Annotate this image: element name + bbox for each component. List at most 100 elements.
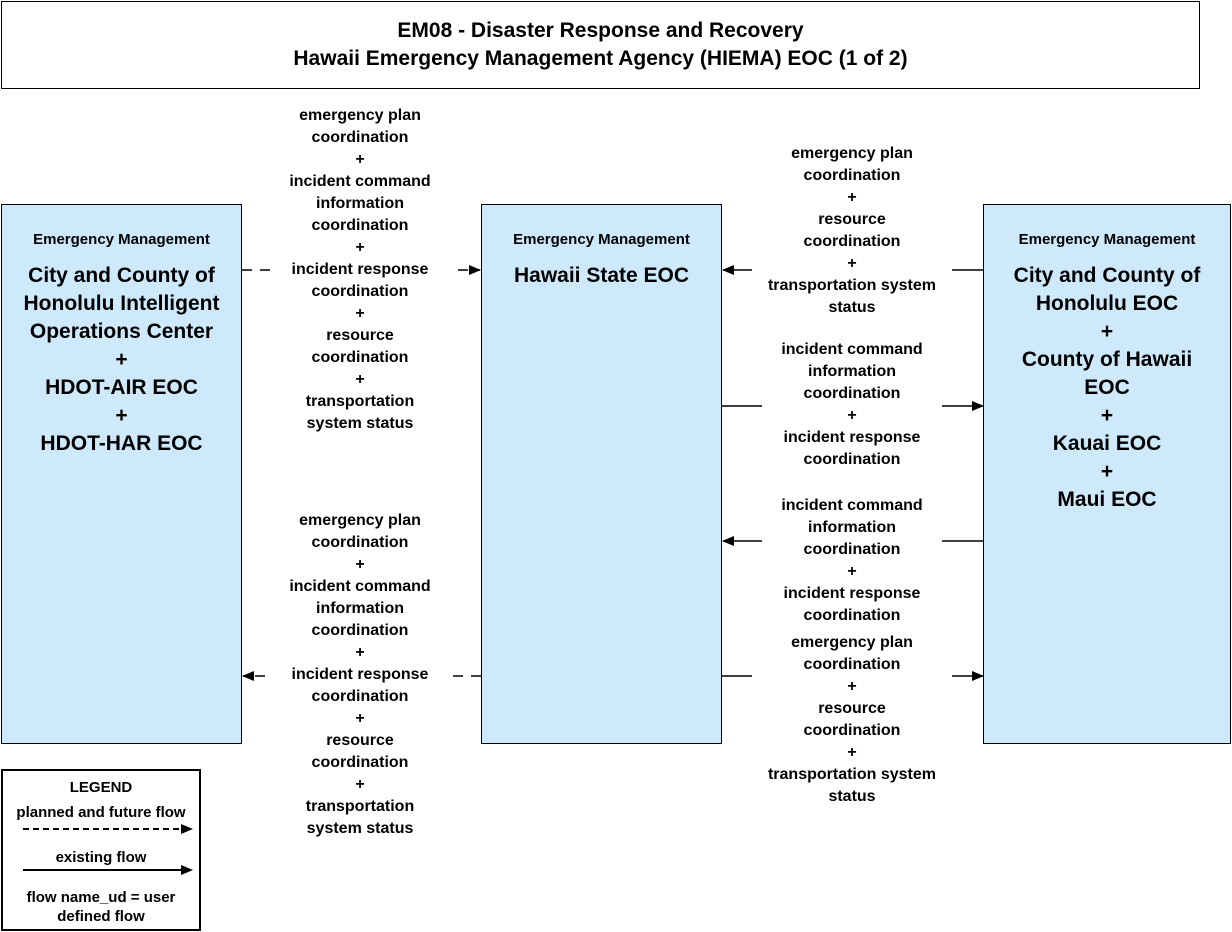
flow-label-line: status: [752, 786, 952, 808]
node-name-line: Honolulu Intelligent: [23, 292, 220, 315]
flow-label-line: +: [762, 561, 942, 583]
flow-label-line: information: [270, 598, 450, 620]
flow-label-line: incident command: [270, 171, 450, 193]
flow-label-line: incident response: [270, 664, 450, 686]
flow-label-line: resource: [752, 698, 952, 720]
flow-label-right-to-center-top: emergency plan coordination + resource c…: [752, 143, 952, 319]
node-name-line: Operations Center: [29, 320, 214, 343]
flow-label-line: coordination: [752, 231, 952, 253]
flow-label-line: coordination: [270, 620, 450, 642]
flow-label-line: emergency plan: [270, 510, 450, 532]
flow-label-line: +: [270, 708, 450, 730]
legend-planned-label: planned and future flow: [16, 804, 186, 821]
flow-label-line: +: [752, 187, 952, 209]
node-name-line: +: [1100, 404, 1114, 427]
node-county-eocs[interactable]: Emergency Management City and County of …: [983, 204, 1231, 744]
flow-label-line: incident command: [762, 495, 942, 517]
node-name-line: +: [1100, 320, 1114, 343]
flow-label-center-to-right-upper: incident command information coordinatio…: [762, 339, 942, 471]
node-name-line: Maui EOC: [1057, 488, 1157, 511]
flow-label-line: +: [270, 237, 450, 259]
flow-label-line: +: [762, 405, 942, 427]
legend-title: LEGEND: [69, 779, 133, 796]
flow-label-line: coordination: [762, 449, 942, 471]
flow-label-line: +: [270, 369, 450, 391]
flow-label-line: coordination: [752, 165, 952, 187]
flow-label-line: status: [752, 297, 952, 319]
node-names: City and County of Honolulu EOC + County…: [984, 262, 1230, 514]
flow-label-line: emergency plan: [752, 143, 952, 165]
flow-label-line: transportation: [270, 391, 450, 413]
node-category: Emergency Management: [1018, 231, 1196, 248]
flow-label-line: transportation: [270, 796, 450, 818]
flow-label-line: emergency plan: [752, 632, 952, 654]
flow-label-right-to-center-lower: incident command information coordinatio…: [762, 495, 942, 627]
flow-label-line: resource: [752, 209, 952, 231]
flow-label-line: emergency plan: [270, 105, 450, 127]
flow-label-line: system status: [270, 818, 450, 840]
flow-label-line: +: [270, 303, 450, 325]
legend-user-defined-line-1: flow name_ud = user: [26, 889, 176, 906]
legend-solid-arrow: [23, 865, 193, 875]
flow-label-line: information: [762, 517, 942, 539]
legend: LEGEND planned and future flow existing …: [1, 769, 201, 931]
node-name-line: +: [115, 404, 128, 427]
node-name-line: Honolulu EOC: [1035, 292, 1179, 315]
node-name-line: County of Hawaii: [1021, 348, 1193, 371]
diagram-title: EM08 - Disaster Response and Recovery Ha…: [1, 1, 1200, 89]
flow-label-line: incident response: [270, 259, 450, 281]
node-name-line: +: [115, 348, 128, 371]
flow-label-line: +: [270, 149, 450, 171]
flow-label-line: coordination: [270, 686, 450, 708]
flow-label-line: coordination: [270, 281, 450, 303]
title-line-1: EM08 - Disaster Response and Recovery: [397, 19, 804, 42]
node-name-line: Hawaii State EOC: [513, 264, 690, 287]
node-honolulu-intelligent-operations[interactable]: Emergency Management City and County of …: [1, 204, 242, 744]
node-names: City and County of Honolulu Intelligent …: [2, 262, 241, 458]
node-category: Emergency Management: [33, 231, 210, 248]
flow-label-center-to-right-bottom: emergency plan coordination + resource c…: [752, 632, 952, 808]
node-name-line: City and County of: [28, 264, 215, 287]
node-name-line: HDOT-HAR EOC: [40, 432, 203, 455]
node-name-line: City and County of: [1013, 264, 1201, 287]
flow-label-line: incident command: [270, 576, 450, 598]
legend-dashed-arrow: [23, 824, 193, 834]
flow-label-line: coordination: [762, 539, 942, 561]
flow-label-line: transportation system: [752, 764, 952, 786]
node-name-line: HDOT-AIR EOC: [45, 376, 198, 399]
flow-label-line: coordination: [270, 215, 450, 237]
flow-label-line: incident response: [762, 427, 942, 449]
flow-label-line: +: [270, 642, 450, 664]
flow-label-line: +: [752, 253, 952, 275]
flow-label-line: coordination: [270, 347, 450, 369]
node-name-line: EOC: [1084, 376, 1130, 399]
flow-label-line: resource: [270, 325, 450, 347]
flow-label-line: +: [752, 742, 952, 764]
legend-user-defined-line-2: defined flow: [57, 908, 145, 925]
flow-label-left-to-center: emergency plan coordination + incident c…: [270, 105, 450, 435]
flow-label-line: coordination: [752, 654, 952, 676]
flow-label-center-to-left: emergency plan coordination + incident c…: [270, 510, 450, 840]
node-name-line: +: [1100, 460, 1114, 483]
flow-label-line: coordination: [762, 605, 942, 627]
flow-label-line: +: [270, 774, 450, 796]
node-category: Emergency Management: [513, 231, 690, 248]
flow-label-line: +: [752, 676, 952, 698]
node-name-line: Kauai EOC: [1052, 432, 1162, 455]
flow-label-line: coordination: [270, 752, 450, 774]
flow-label-line: coordination: [752, 720, 952, 742]
flow-label-line: system status: [270, 413, 450, 435]
flow-label-line: resource: [270, 730, 450, 752]
flow-label-line: information: [762, 361, 942, 383]
legend-existing-label: existing flow: [55, 849, 147, 866]
title-line-2: Hawaii Emergency Management Agency (HIEM…: [293, 47, 908, 70]
node-hawaii-state-eoc[interactable]: Emergency Management Hawaii State EOC: [481, 204, 722, 744]
flow-label-line: information: [270, 193, 450, 215]
node-names: Hawaii State EOC: [482, 262, 721, 290]
flow-label-line: coordination: [270, 532, 450, 554]
flow-label-line: transportation system: [752, 275, 952, 297]
flow-label-line: +: [270, 554, 450, 576]
flow-label-line: incident response: [762, 583, 942, 605]
flow-label-line: coordination: [762, 383, 942, 405]
flow-label-line: incident command: [762, 339, 942, 361]
